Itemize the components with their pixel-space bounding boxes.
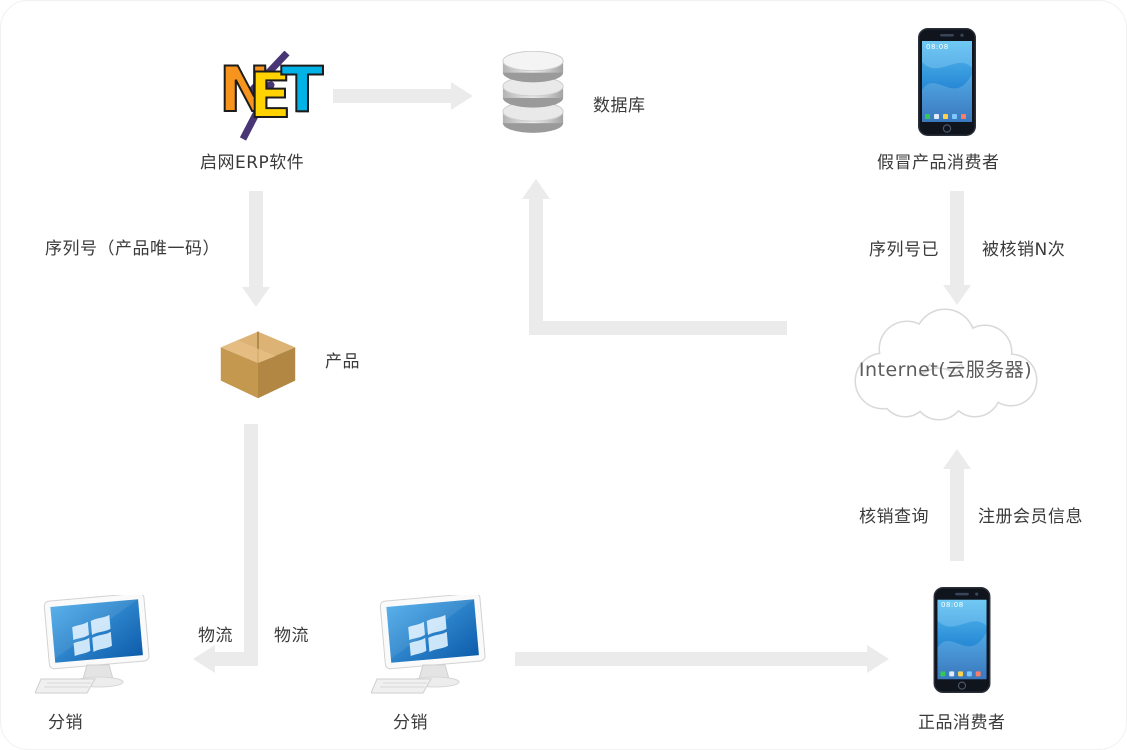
product-label: 产品	[325, 352, 360, 372]
arrow-head-up-icon	[522, 179, 550, 199]
dotnet-logo: N E T	[217, 51, 324, 143]
arrow-shaft	[249, 191, 263, 287]
phone-clock-top: 08:08	[926, 43, 949, 51]
arrow-shaft-horizontal	[215, 652, 258, 666]
desktop-computer-left-icon	[35, 595, 161, 697]
lightning-bolt-icon	[239, 51, 290, 141]
erp-label: 启网ERP软件	[200, 153, 305, 173]
arrow-head-up-icon	[943, 449, 971, 469]
arrow-shaft-vertical	[529, 197, 543, 335]
cloud-label: Internet(云服务器)	[858, 359, 1033, 381]
logo-letter-n: N	[218, 53, 272, 126]
logistics-left-label: 物流	[198, 626, 233, 646]
distributor-left-label: 分销	[48, 713, 83, 733]
arrow-head-left-icon	[193, 645, 215, 673]
arrow-shaft	[950, 191, 964, 285]
logo-letter-t: T	[280, 53, 324, 126]
logo-letter-e: E	[248, 59, 292, 132]
arrow-head-right-icon	[867, 645, 889, 673]
phone-clock-bottom: 08:08	[941, 601, 964, 609]
arrow-shaft	[333, 89, 451, 103]
arrow-head-right-icon	[451, 82, 473, 110]
database-label: 数据库	[593, 96, 646, 116]
distributor-mid-label: 分销	[393, 713, 428, 733]
fake-consumer-label: 假冒产品消费者	[877, 153, 1000, 173]
arrow-shaft	[515, 652, 867, 666]
database-icon	[499, 51, 567, 139]
product-box-icon	[211, 323, 305, 401]
register-label: 注册会员信息	[978, 507, 1083, 527]
query-label: 核销查询	[859, 507, 929, 527]
arrow-head-down-icon	[242, 287, 270, 307]
arrow-shaft-vertical	[244, 424, 258, 666]
genuine-consumer-label: 正品消费者	[918, 713, 1006, 733]
desktop-computer-mid-icon	[371, 595, 497, 697]
arrow-shaft	[950, 467, 964, 561]
arrow-head-down-icon	[943, 285, 971, 305]
logistics-right-label: 物流	[274, 626, 309, 646]
verified-right-label: 被核销N次	[982, 240, 1066, 260]
verified-left-label: 序列号已	[869, 240, 939, 260]
arrow-shaft-horizontal	[529, 321, 787, 335]
serial-code-label: 序列号（产品唯一码）	[45, 239, 220, 259]
